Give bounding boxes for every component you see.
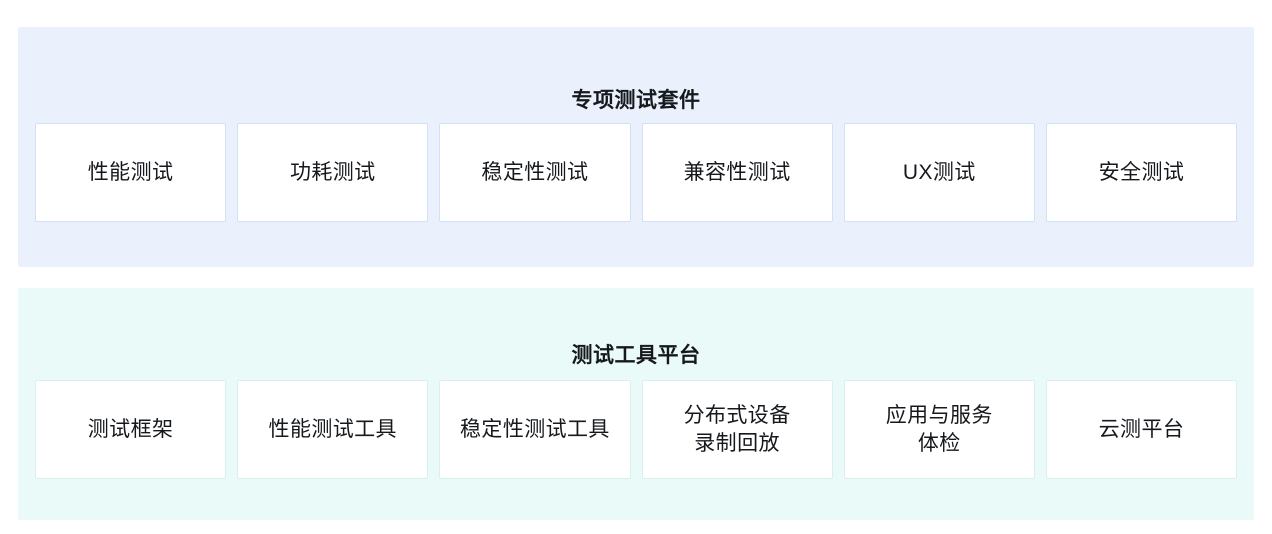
card-test-framework[interactable]: 测试框架 [35,380,227,479]
card-row-special-test-suite: 性能测试 功耗测试 稳定性测试 兼容性测试 UX测试 安全测试 [35,123,1238,222]
card-performance-test[interactable]: 性能测试 [35,123,227,222]
card-performance-test-tool[interactable]: 性能测试工具 [237,380,429,479]
card-label: 测试框架 [87,417,174,441]
panel-test-tool-platform: 测试工具平台 测试框架 性能测试工具 稳定性测试工具 分布式设备 录制回放 应用… [18,288,1254,520]
panel-title-test-tool-platform: 测试工具平台 [571,344,701,368]
card-label: 云测平台 [1098,417,1185,441]
card-label: 安全测试 [1098,160,1185,184]
card-security-test[interactable]: 安全测试 [1045,123,1238,222]
card-ux-test[interactable]: UX测试 [843,123,1035,222]
card-label: 稳定性测试 [481,160,589,184]
card-label: 稳定性测试工具 [460,417,610,441]
card-compatibility-test[interactable]: 兼容性测试 [641,123,833,222]
panel-title-special-test-suite: 专项测试套件 [571,89,701,113]
card-label: UX测试 [902,160,976,184]
card-stability-test[interactable]: 稳定性测试 [439,123,631,222]
card-distributed-device-record-replay[interactable]: 分布式设备 录制回放 [641,380,833,479]
card-stability-test-tool[interactable]: 稳定性测试工具 [439,380,631,479]
card-power-consumption-test[interactable]: 功耗测试 [237,123,429,222]
card-label: 性能测试工具 [268,417,397,441]
card-cloud-test-platform[interactable]: 云测平台 [1045,380,1238,479]
card-app-service-health-check[interactable]: 应用与服务 体检 [843,380,1035,479]
card-label: 分布式设备 录制回放 [683,403,791,455]
card-label: 兼容性测试 [683,160,791,184]
panel-special-test-suite: 专项测试套件 性能测试 功耗测试 稳定性测试 兼容性测试 UX测试 安全测试 [18,27,1254,267]
card-label: 功耗测试 [289,160,376,184]
card-label: 性能测试 [87,160,174,184]
card-row-test-tool-platform: 测试框架 性能测试工具 稳定性测试工具 分布式设备 录制回放 应用与服务 体检 … [35,380,1238,479]
card-label: 应用与服务 体检 [885,403,993,455]
